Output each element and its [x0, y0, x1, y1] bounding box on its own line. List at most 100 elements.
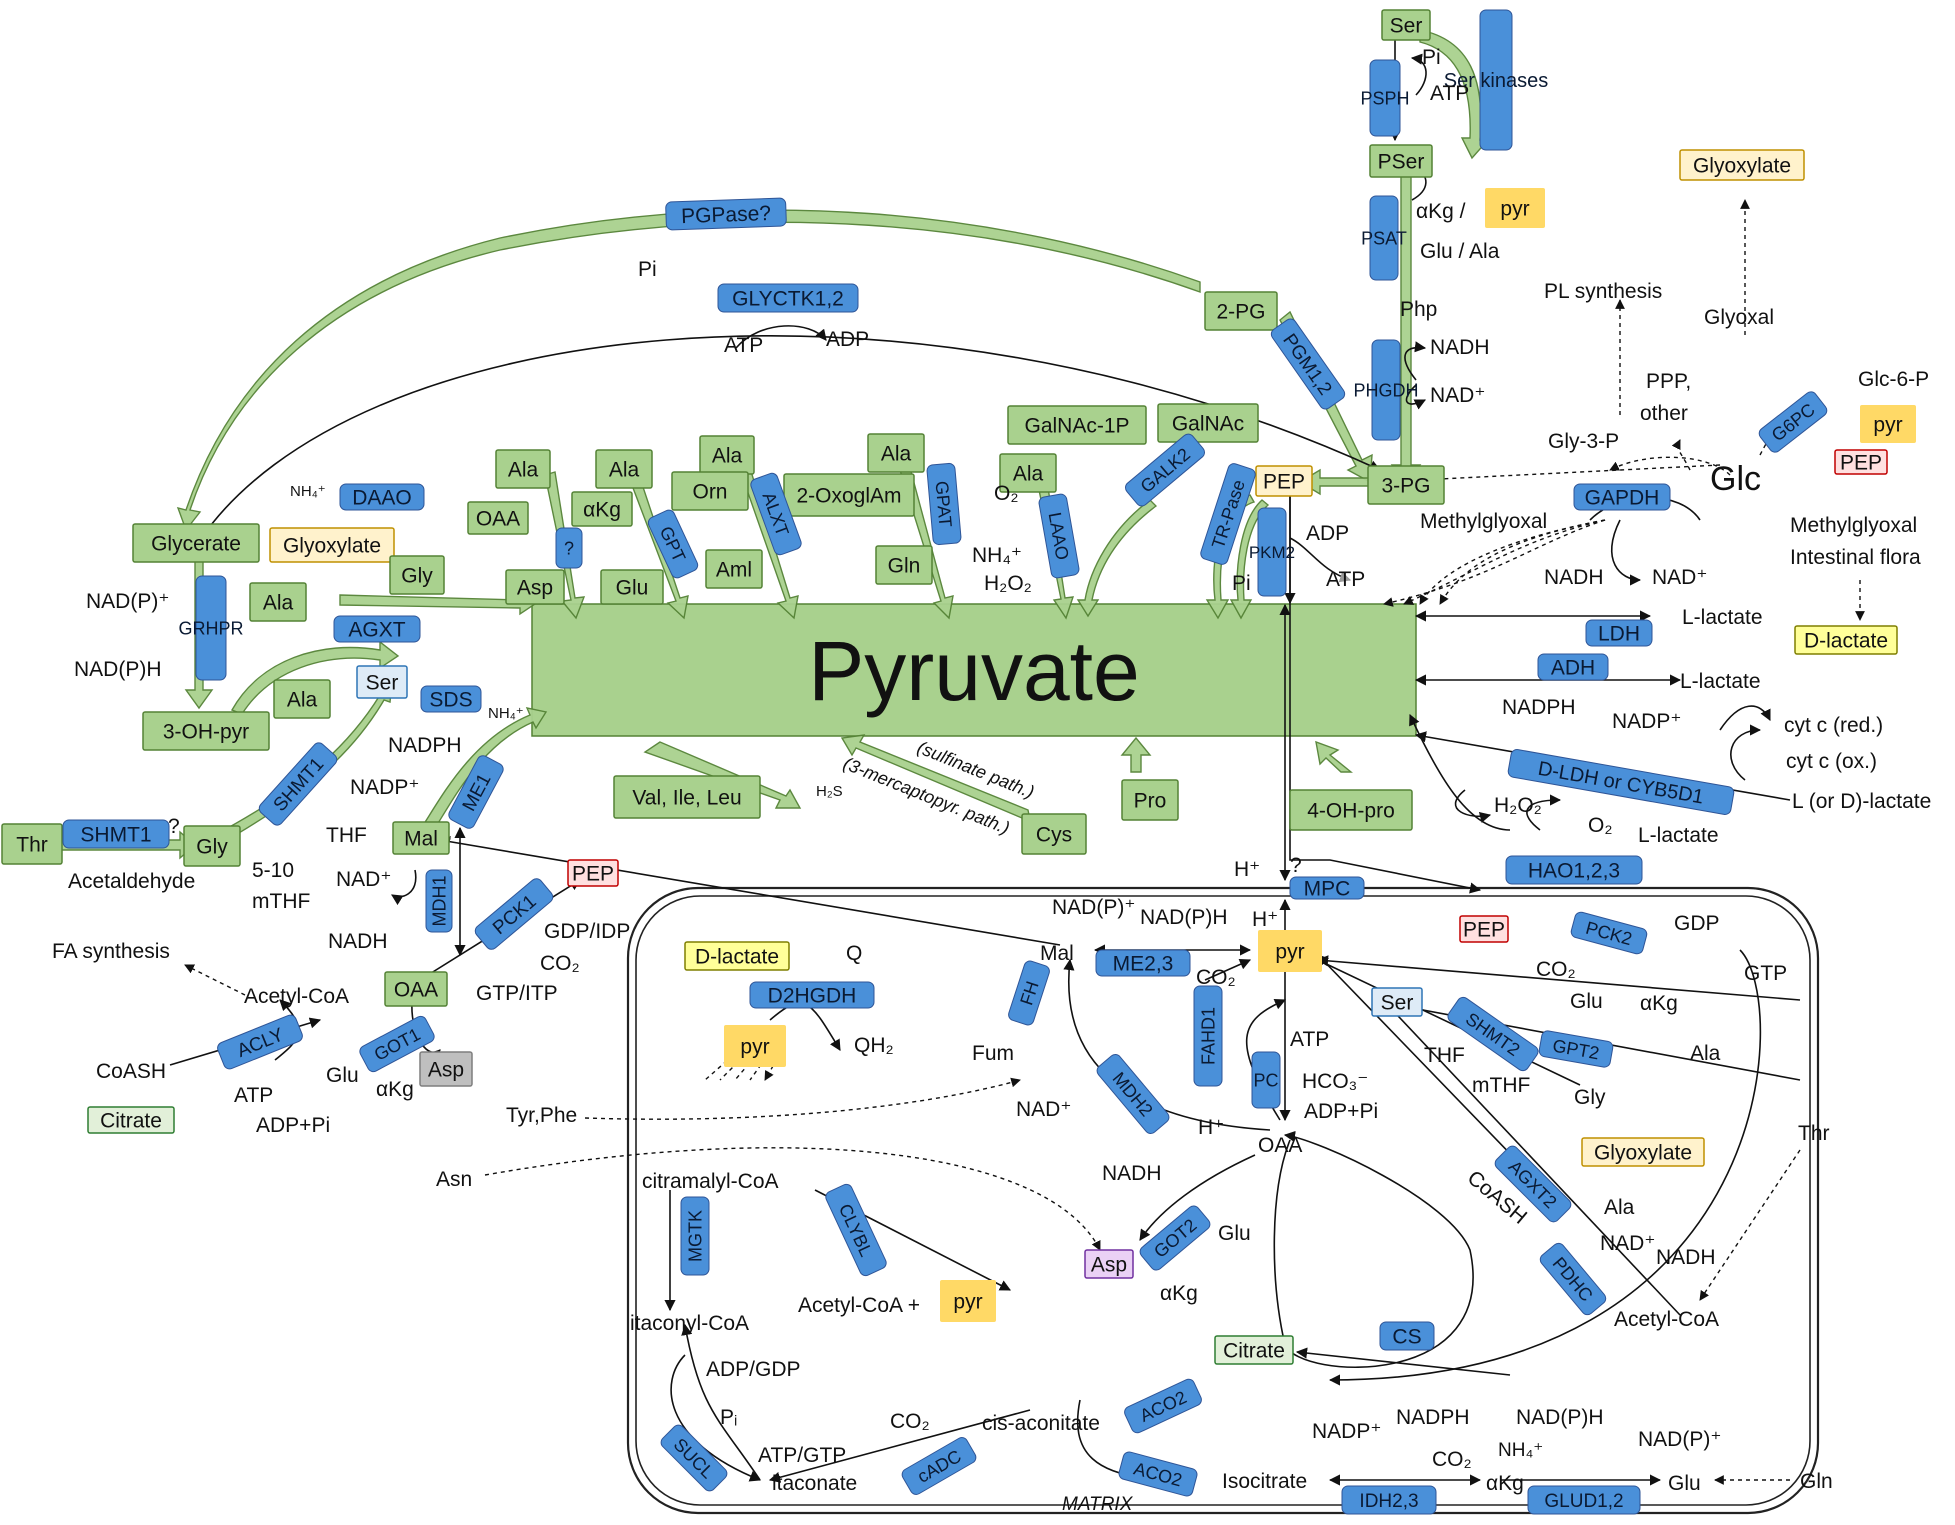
metabolite-pep-pkm: PEP [1255, 465, 1313, 497]
label-matrix_labels-ala_gpt2: Ala [1690, 1042, 1721, 1065]
label-labels-adp_pkm: ADP [1306, 522, 1349, 545]
label-labels-tyr: Tyr,Phe [506, 1104, 577, 1127]
label-labels-hplus_mpc: H⁺ [1234, 858, 1260, 881]
metabolite-pep-pck1: PEP [567, 859, 619, 887]
metabolite-pyr-glc-text: pyr [1873, 414, 1902, 437]
metabolite-galnac-text: GalNAc [1172, 413, 1244, 436]
enzyme-psph-text: PSPH [1360, 88, 1409, 108]
label-labels-gdp: GDP/IDP [544, 920, 630, 943]
label-matrix_labels-co2_idh: CO₂ [1432, 1448, 1472, 1471]
enzyme-idh-text: IDH2,3 [1359, 1491, 1418, 1512]
enzyme-laao: LAAO [1038, 493, 1080, 579]
enzyme-pck1: PCK1 [474, 878, 554, 950]
label-labels-nadp_grh: NAD(P)⁺ [86, 590, 169, 613]
enzyme-glud: GLUD1,2 [1527, 1485, 1641, 1515]
pyruvate-box: Pyruvate [531, 603, 1417, 737]
metabolite-ala-small-text: Ala [287, 689, 318, 712]
enzyme-cs: CS [1379, 1321, 1435, 1351]
label-labels-cytc_ox: cyt c (ox.) [1786, 750, 1877, 773]
enzyme-phgdh-text: PHGDH [1353, 380, 1418, 400]
metabolite-glu-2-text: Glu [616, 577, 649, 600]
enzyme-hao-text: HAO1,2,3 [1528, 860, 1620, 883]
metabolite-2-oxoglam: 2-OxoglAm [783, 473, 915, 517]
label-labels-gly3p: Gly-3-P [1548, 430, 1619, 453]
label-matrix_labels-q: Q [846, 942, 862, 965]
enzyme-adh-text: ADH [1551, 657, 1595, 680]
label-matrix_labels-acoa_plus: Acetyl-CoA + [798, 1294, 920, 1317]
matrix-glyoxylate: Glyoxylate [1581, 1137, 1705, 1167]
metabolite-pyr-psat: pyr [1485, 188, 1545, 228]
label-labels-llac3: L-lactate [1638, 824, 1719, 847]
enzyme-pc-text: PC [1253, 1070, 1278, 1090]
metabolite-gly-daao: Gly [389, 555, 445, 595]
flux-ser-kinase [1419, 29, 1490, 160]
label-matrix_labels-mthf: mTHF [1472, 1074, 1530, 1097]
enzyme-mgtk: MGTK [680, 1196, 710, 1276]
enzyme-fh: FH [1008, 960, 1050, 1026]
label-labels-o2_hao: O₂ [1588, 814, 1613, 837]
metabolite-pser-text: PSer [1378, 151, 1425, 174]
metabolite-pep-pck1-text: PEP [572, 863, 614, 886]
enzyme-gapdh-text: GAPDH [1585, 487, 1660, 510]
label-labels-other: other [1640, 402, 1688, 425]
label-matrix_labels-cis_acon: cis-aconitate [982, 1412, 1100, 1435]
label-labels-nadph_adh: NADPH [1502, 696, 1576, 719]
label-labels-nadh_gapdh: NADH [1544, 566, 1604, 589]
metabolite-orn-text: Orn [692, 481, 727, 504]
label-labels-h2s: H₂S [816, 783, 843, 800]
label-labels-nadp_me1: NADP⁺ [350, 776, 419, 799]
metabolite-glu-2: Glu [600, 569, 664, 605]
metabolite-3pg: 3-PG [1367, 465, 1445, 505]
metabolite-ala-1-text: Ala [508, 459, 539, 482]
enzyme-cadc: cADC [901, 1437, 977, 1495]
enzyme-me23-text: ME2,3 [1113, 953, 1174, 976]
label-matrix_labels-akg_gpt2: αKg [1640, 992, 1678, 1015]
enzyme-cs-text: CS [1392, 1326, 1421, 1349]
flux-ohpro [1315, 740, 1353, 773]
enzyme-sds-text: SDS [429, 689, 472, 712]
matrix-pyr-hatched: pyr [724, 1025, 786, 1067]
label-labels-gln_r: Gln [1800, 1470, 1833, 1493]
enzyme-shmt1-thr-text: SHMT1 [80, 824, 151, 847]
enzyme-alxt: ALXT [750, 472, 802, 556]
label-matrix_labels-nadp_idh: NADP⁺ [1312, 1420, 1381, 1443]
label-matrix_labels-citramalyl: citramalyl-CoA [642, 1170, 779, 1193]
label-matrix_labels-nad_pdh: NAD⁺ [1600, 1232, 1655, 1255]
metabolite-ala-4: Ala [867, 433, 925, 473]
enzyme-psat: PSAT [1361, 195, 1407, 281]
metabolite-ala-5-text: Ala [1013, 463, 1044, 486]
label-matrix_labels-nadph_me: NAD(P)H [1140, 906, 1228, 929]
metabolite-asp-1-text: Asp [517, 577, 553, 600]
label-matrix_labels-gtp: GTP [1744, 962, 1787, 985]
label-labels-nh4_daao: NH₄⁺ [290, 483, 326, 500]
enzyme-pck2: PCK2 [1570, 911, 1648, 955]
label-matrix_labels-qh2: QH₂ [854, 1034, 894, 1057]
enzyme-me23: ME2,3 [1095, 949, 1191, 977]
enzyme-gpat-text: GPAT [932, 480, 956, 528]
label-labels-atp_psph: ATP [1430, 82, 1469, 105]
label-matrix_labels-atp_pc: ATP [1290, 1028, 1329, 1051]
metabolite-gly-text: Gly [196, 836, 228, 859]
metabolite-ala-1: Ala [495, 449, 551, 489]
label-matrix_labels-gdp: GDP [1674, 912, 1720, 935]
metabolite-galnac-1p: GalNAc-1P [1007, 405, 1147, 445]
label-labels-pi_psph: Pi [1422, 46, 1441, 69]
label-labels-thr_r: Thr [1798, 1122, 1830, 1145]
metabolite-ala-agxt-text: Ala [263, 592, 294, 615]
label-labels-adp_gly: ADP [826, 328, 869, 351]
label-labels-glu_got: Glu [326, 1064, 359, 1087]
metabolite-ala-3: Ala [699, 435, 755, 475]
label-labels-nadp_adh: NADP⁺ [1612, 710, 1681, 733]
metabolite-galnac-1p-text: GalNAc-1P [1024, 415, 1129, 438]
metabolite-2pg-text: 2-PG [1216, 301, 1265, 324]
enzyme-grhpr: GRHPR [178, 575, 244, 681]
enzyme-unknown-q-text: ? [564, 538, 574, 558]
label-labels-pi_tr: Pi [1232, 572, 1251, 595]
metabolite-gln: Gln [875, 545, 933, 585]
metabolite-glyoxylate-right: Glyoxylate [1679, 149, 1805, 181]
metabolite-pser: PSer [1369, 144, 1433, 178]
enzyme-d-ldh-text: D-LDH or CYB5D1 [1536, 758, 1705, 809]
label-labels-o2_laao: O₂ [994, 482, 1019, 505]
label-labels-nad_gapdh: NAD⁺ [1652, 566, 1707, 589]
